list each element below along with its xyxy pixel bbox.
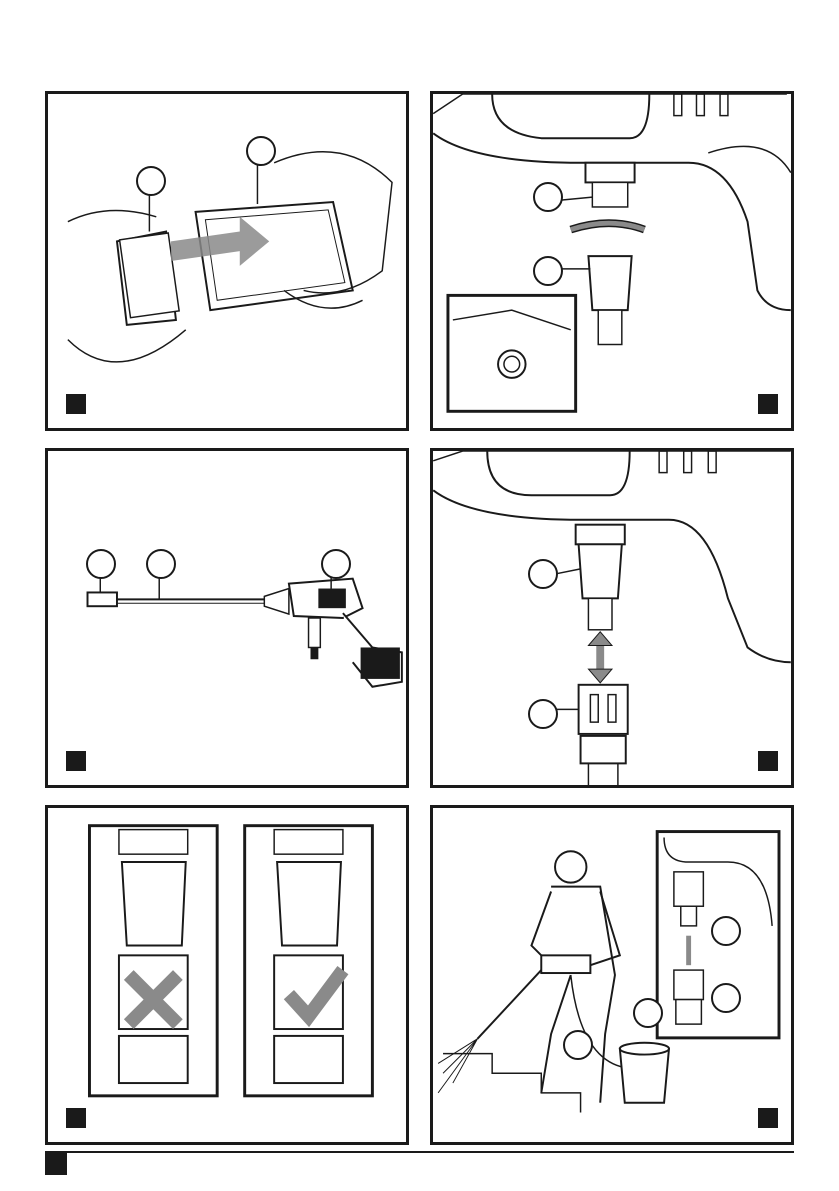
callout-3 xyxy=(321,549,351,579)
callout-2 xyxy=(533,256,563,286)
callout-1 xyxy=(86,549,116,579)
figure-label-box xyxy=(758,394,778,414)
figure-panel-operation xyxy=(430,805,794,1145)
figure-label-box xyxy=(66,394,86,414)
callout-1 xyxy=(136,166,166,196)
adapter-attach-illustration xyxy=(433,94,791,428)
callout-3 xyxy=(633,998,663,1028)
callout-2 xyxy=(246,136,276,166)
figure-label-box xyxy=(66,1108,86,1128)
battery-insertion-illustration xyxy=(48,94,406,428)
figure-panel-adapter-attach xyxy=(430,91,794,431)
page-number-box xyxy=(45,1153,67,1175)
figure-panel-connection-check xyxy=(45,805,409,1145)
figure-label-box xyxy=(758,751,778,771)
callout-1 xyxy=(533,182,563,212)
figure-label-box xyxy=(66,751,86,771)
figure-label-box xyxy=(758,1108,778,1128)
operation-illustration xyxy=(433,808,791,1142)
figure-panel-hose-connector xyxy=(430,448,794,788)
hose-connector-illustration xyxy=(433,451,791,785)
figure-panel-tool-assembly xyxy=(45,448,409,788)
callout-1 xyxy=(528,559,558,589)
connection-check-illustration xyxy=(48,808,406,1142)
callout-4 xyxy=(563,1030,593,1060)
callout-2 xyxy=(146,549,176,579)
footer-rule xyxy=(45,1151,794,1153)
callout-2 xyxy=(711,983,741,1013)
callout-2 xyxy=(528,699,558,729)
tool-assembly-illustration xyxy=(48,451,406,785)
figure-panel-battery-insertion xyxy=(45,91,409,431)
callout-1 xyxy=(711,916,741,946)
